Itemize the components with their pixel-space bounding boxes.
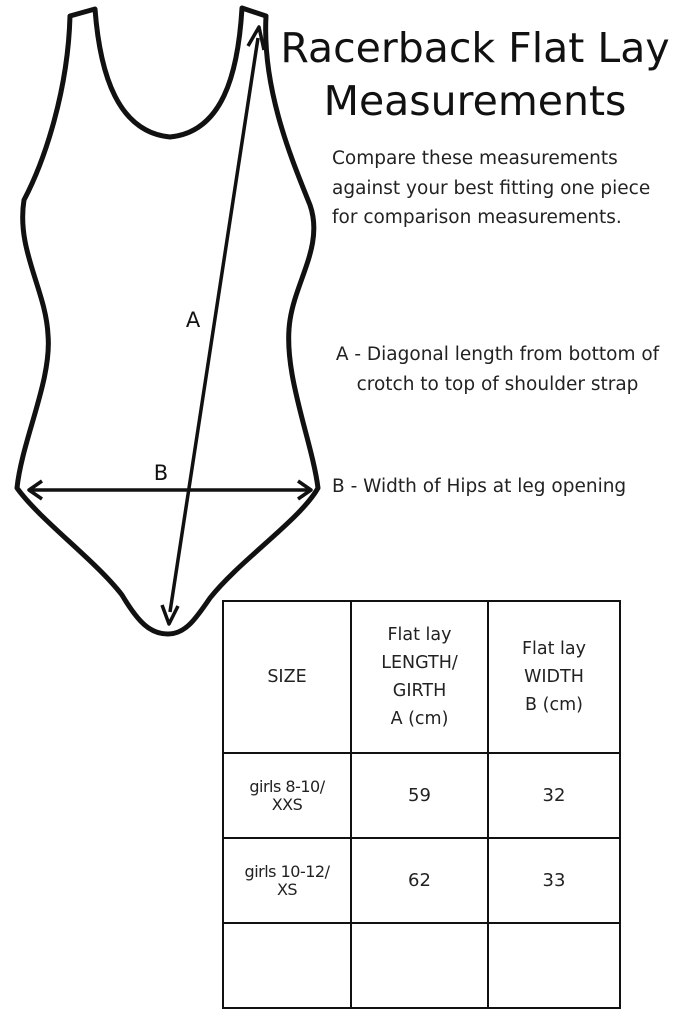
table-row: girls 10-12/ XS 62 33 xyxy=(222,837,621,924)
size-line: XS xyxy=(276,879,298,899)
arrowhead-b-right xyxy=(297,479,313,501)
label-b: B xyxy=(154,461,168,485)
width-cell xyxy=(487,922,621,1009)
header-width-line: WIDTH xyxy=(524,667,584,687)
header-width: Flat lay WIDTH B (cm) xyxy=(487,600,621,754)
header-size: SIZE xyxy=(222,600,352,754)
table-row xyxy=(222,922,621,1009)
definition-a: A - Diagonal length from bottom of crotc… xyxy=(335,344,660,395)
swimsuit-diagram: A B xyxy=(14,5,321,637)
table-header-row: SIZE Flat lay LENGTH/ GIRTH A (cm) Flat … xyxy=(222,600,621,754)
size-line: XXS xyxy=(271,794,303,814)
header-width-line: Flat lay xyxy=(521,639,587,659)
header-length-line: GIRTH xyxy=(392,681,447,701)
label-a: A xyxy=(186,308,201,332)
page-title: Racerback Flat Lay Measurements xyxy=(270,22,675,128)
header-length: Flat lay LENGTH/ GIRTH A (cm) xyxy=(350,600,489,754)
size-line: girls 8-10/ xyxy=(249,776,325,796)
definition-b: B - Width of Hips at leg opening xyxy=(332,476,627,497)
header-length-line: Flat lay xyxy=(387,625,452,645)
title-line-1: Racerback Flat Lay xyxy=(280,24,670,72)
length-cell xyxy=(350,922,489,1009)
arrowhead-a-top xyxy=(246,25,266,51)
title-line-2: Measurements xyxy=(323,77,627,125)
header-length-line: LENGTH/ xyxy=(381,653,458,673)
width-cell: 33 xyxy=(487,837,621,924)
arrowhead-b-left xyxy=(27,479,43,501)
size-line: girls 10-12/ xyxy=(244,861,330,881)
header-length-line: A (cm) xyxy=(390,709,449,729)
measurement-a-arrow xyxy=(168,37,260,613)
size-cell: girls 8-10/ XXS xyxy=(222,752,352,839)
size-cell xyxy=(222,922,352,1009)
width-cell: 32 xyxy=(487,752,621,839)
header-width-line: B (cm) xyxy=(525,695,583,715)
size-cell: girls 10-12/ XS xyxy=(222,837,352,924)
length-cell: 62 xyxy=(350,837,489,924)
arrowhead-a-bottom xyxy=(160,604,180,626)
length-cell: 59 xyxy=(350,752,489,839)
table-row: girls 8-10/ XXS 59 32 xyxy=(222,752,621,839)
size-chart-table: SIZE Flat lay LENGTH/ GIRTH A (cm) Flat … xyxy=(222,600,621,1009)
swimsuit-outline xyxy=(14,5,321,637)
intro-text: Compare these measurements against your … xyxy=(332,148,651,228)
